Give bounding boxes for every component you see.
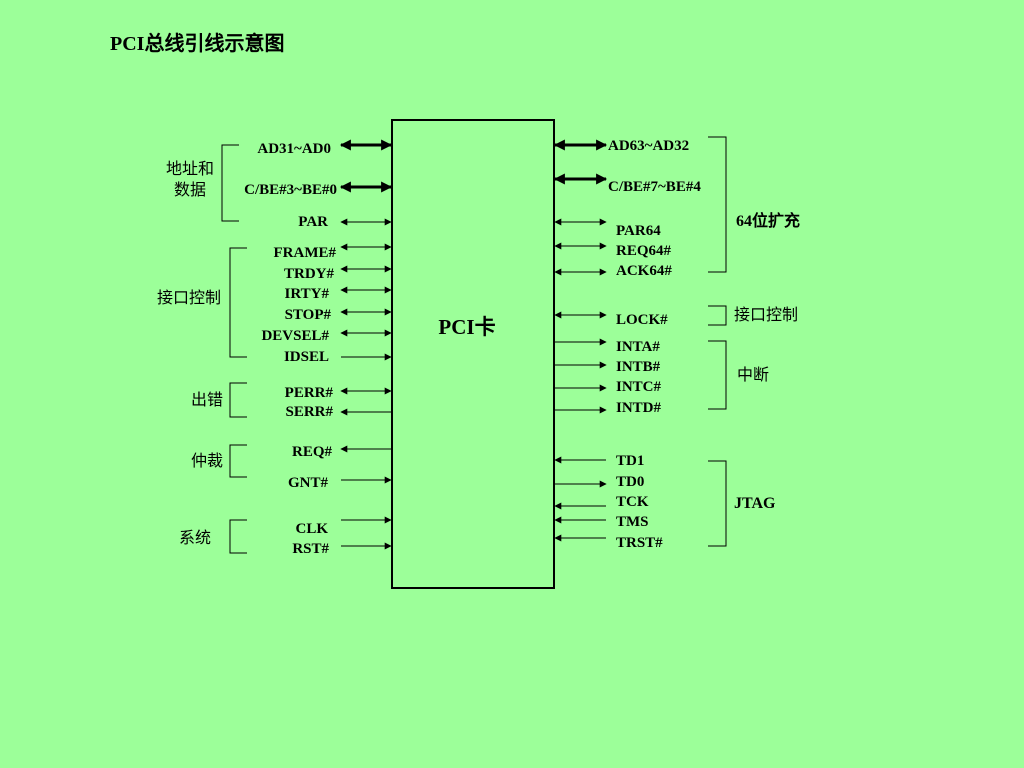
right-signal-c-be-7-be-4: C/BE#7~BE#4 <box>608 179 701 195</box>
left-signal-lines <box>339 139 393 550</box>
left-signal-rst: RST# <box>292 541 329 557</box>
left-signal-stop: STOP# <box>285 307 332 323</box>
left-signal-serr: SERR# <box>285 404 333 420</box>
left-group-label-4: 仲裁 <box>191 452 223 470</box>
left-signal-perr: PERR# <box>285 385 334 401</box>
right-signal-td1: TD1 <box>616 453 644 469</box>
right-signal-tck: TCK <box>616 494 649 510</box>
left-group-label-1: 地址和 <box>166 160 214 178</box>
right-signal-inta: INTA# <box>616 339 660 355</box>
right-signal-tms: TMS <box>616 514 649 530</box>
left-signal-devsel: DEVSEL# <box>261 328 329 344</box>
right-signal-ack64: ACK64# <box>616 263 672 279</box>
right-group-label-1: 64位扩充 <box>736 211 800 230</box>
right-signal-lock: LOCK# <box>616 312 668 328</box>
right-group-bracket-4 <box>708 460 727 547</box>
right-signal-intd: INTD# <box>616 400 662 416</box>
right-group-bracket-1 <box>708 136 727 273</box>
left-signal-trdy: TRDY# <box>284 266 335 282</box>
left-group-bracket-4 <box>229 444 247 478</box>
right-group-label-4: JTAG <box>734 495 776 512</box>
left-signal-frame: FRAME# <box>274 245 337 261</box>
left-signal-par: PAR <box>298 214 328 230</box>
left-group-label-2: 接口控制 <box>157 289 221 307</box>
left-signal-gnt: GNT# <box>288 475 329 491</box>
left-signal-clk: CLK <box>295 521 328 537</box>
left-signal-ad31-ad0: AD31~AD0 <box>257 141 331 157</box>
right-signal-td0: TD0 <box>616 474 644 490</box>
right-group-label-3: 中断 <box>737 366 769 384</box>
left-signal-irty: IRTY# <box>285 286 330 302</box>
right-group-bracket-3 <box>708 340 727 410</box>
right-group-label-2: 接口控制 <box>734 306 798 324</box>
left-group-label-5: 系统 <box>179 529 211 547</box>
left-group-label-3: 出错 <box>191 391 223 409</box>
right-signal-req64: REQ64# <box>616 243 672 259</box>
left-group-bracket-3 <box>229 382 247 418</box>
left-group-label-1: 数据 <box>174 181 206 199</box>
left-group-bracket-5 <box>229 519 247 554</box>
diagram-title: PCI总线引线示意图 <box>110 31 284 55</box>
left-signal-c-be-3-be-0: C/BE#3~BE#0 <box>244 182 337 198</box>
pci-card-box <box>391 119 555 589</box>
left-signal-req: REQ# <box>292 444 333 460</box>
left-group-bracket-2 <box>229 247 247 358</box>
right-group-bracket-2 <box>708 305 727 326</box>
right-signal-intb: INTB# <box>616 359 661 375</box>
pci-card-label: PCI卡 <box>438 315 495 339</box>
left-group-bracket-1 <box>221 144 239 222</box>
right-signal-intc: INTC# <box>616 379 662 395</box>
left-signal-idsel: IDSEL <box>284 349 329 365</box>
right-signal-par64: PAR64 <box>616 223 661 239</box>
right-signal-trst: TRST# <box>616 535 663 551</box>
right-signal-lines <box>553 139 608 542</box>
right-signal-ad63-ad32: AD63~AD32 <box>608 138 689 154</box>
